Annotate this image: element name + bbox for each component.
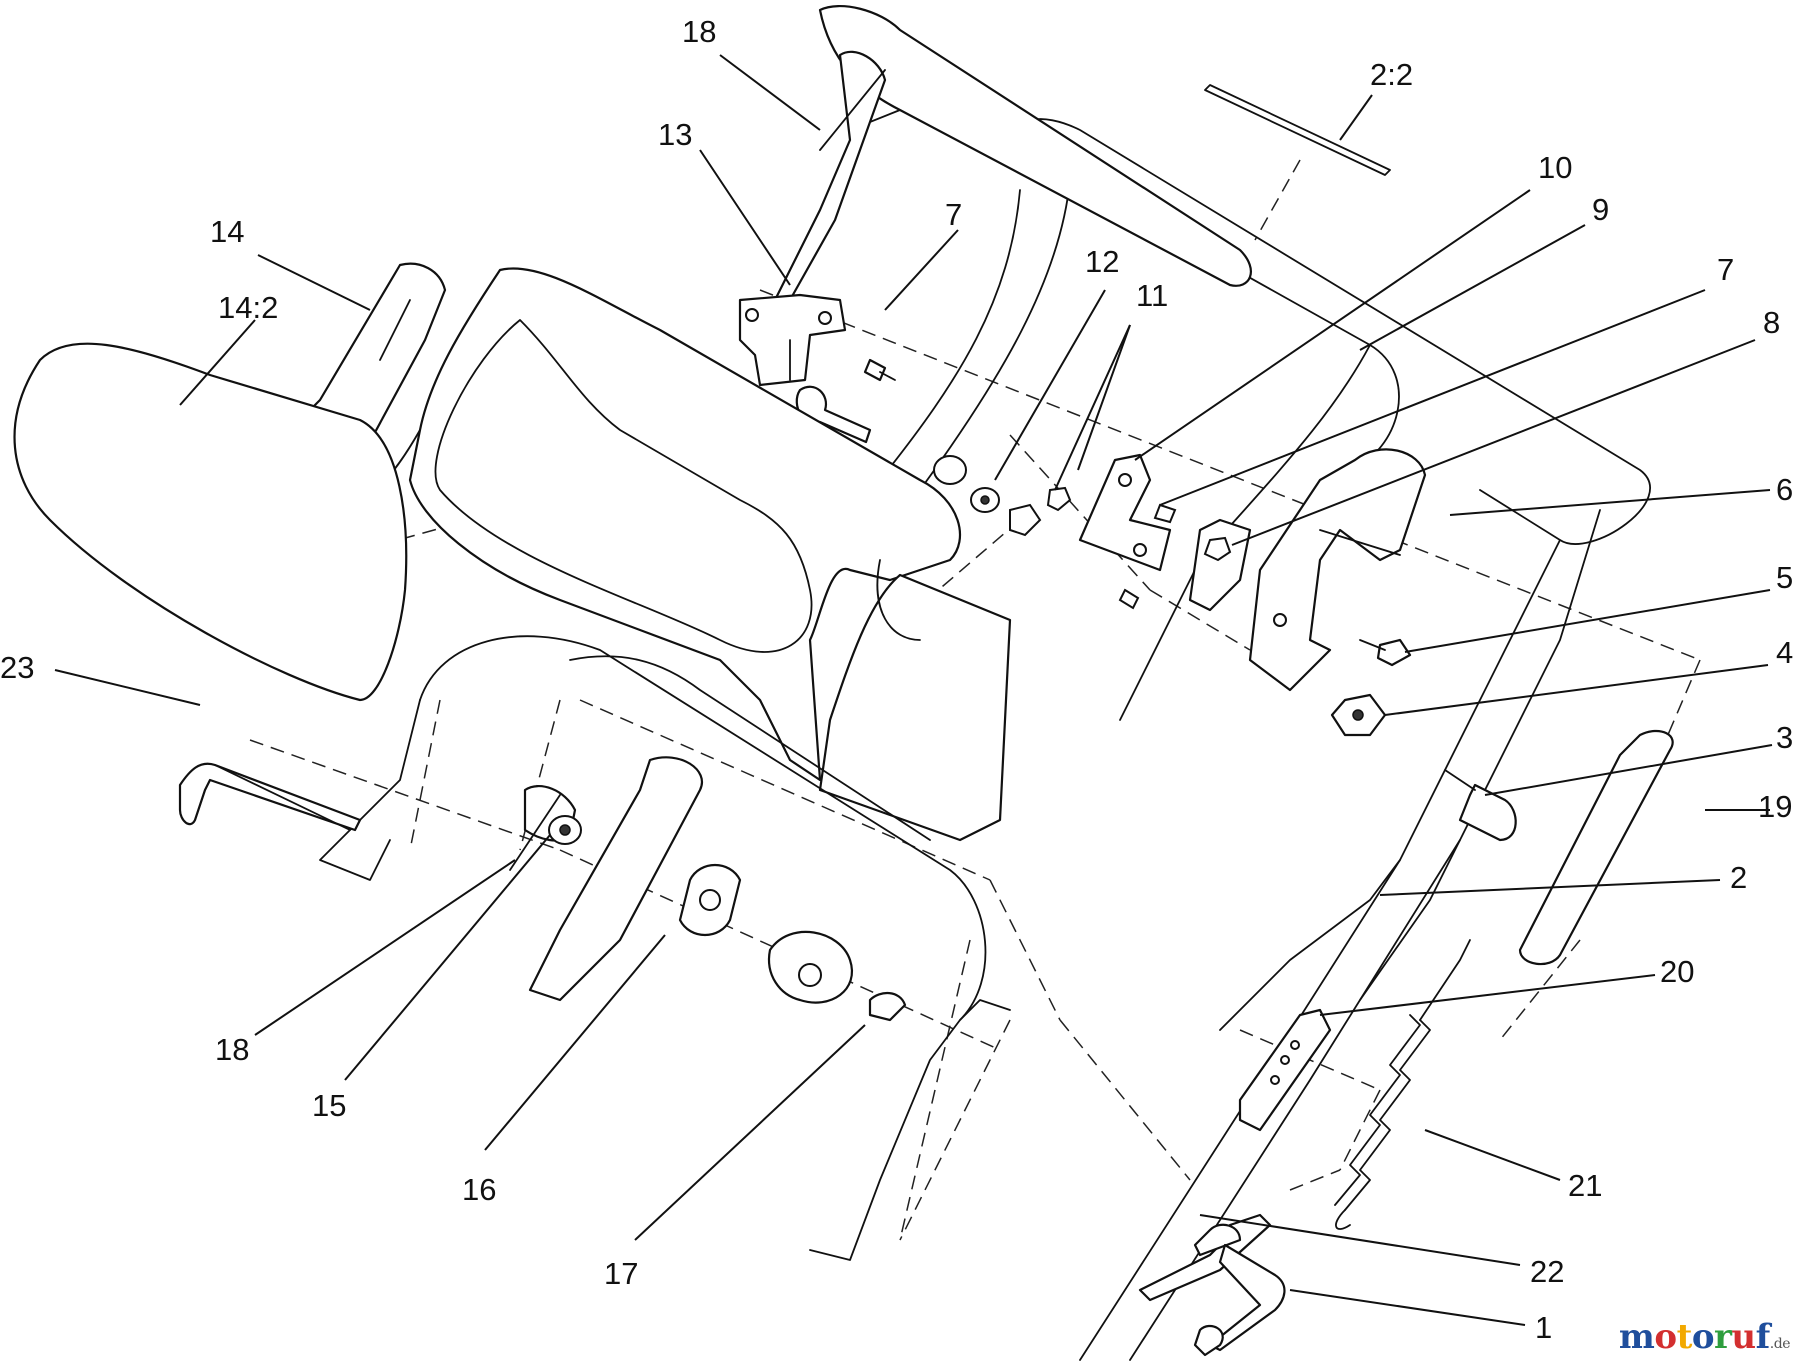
rod-23 [178,762,362,832]
bracket-6 [1248,448,1427,692]
knob-17 [767,930,907,1022]
rod-1 [1193,1243,1286,1357]
nut-4 [1330,693,1387,737]
watermark-letter: u [1731,1317,1756,1357]
callout-label: 7 [945,197,962,232]
watermark-letter: r [1714,1317,1732,1357]
cable-assembly [509,785,582,871]
watermark-letters: motoruf [1619,1317,1770,1357]
callout-label: 15 [312,1088,346,1123]
callout-label: 20 [1660,954,1694,989]
hardware-center [933,455,1072,537]
callout-label: 14:2 [218,290,278,325]
console-cover [13,342,408,702]
callout-label: 8 [1763,305,1780,340]
callout-label: 7 [1717,252,1734,287]
callout-label: 2 [1730,860,1747,895]
tube-19 [1518,729,1674,966]
callout-labels: 18 2:2 13 10 9 14 7 12 11 7 14:2 8 6 5 2… [0,14,1793,1345]
callout-label: 9 [1592,192,1609,227]
watermark-logo: motoruf.de [1619,1317,1791,1357]
decal-2-2 [1204,84,1391,176]
rod-22 [1138,1213,1272,1302]
callout-label: 5 [1776,560,1793,595]
track-bracket [528,756,703,1002]
callout-label: 18 [215,1032,249,1067]
leader-lines [54,54,1773,1326]
watermark-letter: t [1676,1317,1693,1357]
callout-label: 14 [210,214,244,249]
callout-label: 6 [1776,472,1793,507]
upper-crossbar [818,5,1252,287]
callout-label: 13 [658,117,692,152]
bolt-5 [1359,638,1412,667]
callout-label: 3 [1776,720,1793,755]
callout-label: 19 [1758,789,1792,824]
callout-label: 10 [1538,150,1572,185]
callout-label: 12 [1085,244,1119,279]
watermark-letter: m [1618,1317,1655,1357]
assembly-lines [249,159,1701,1241]
callout-label: 22 [1530,1254,1564,1289]
callout-label: 23 [0,650,34,685]
callout-label: 21 [1568,1168,1602,1203]
bracket-10 [1078,453,1177,610]
lower-handle [319,635,1011,1261]
callout-label: 2:2 [1370,57,1413,92]
watermark-letter: o [1691,1317,1715,1357]
watermark-letter: o [1654,1317,1677,1357]
bracket-13 [738,293,847,387]
knob-16 [678,864,742,936]
plate-20 [1238,1008,1332,1132]
shoulder-bolt [795,385,872,444]
plate-8 [1188,518,1252,612]
bolt-3 [1444,769,1517,842]
callout-label: 16 [462,1172,496,1207]
watermark-letter: f [1755,1317,1771,1357]
callout-label: 11 [1136,278,1168,313]
callout-label: 17 [604,1256,638,1291]
front-panel [818,559,1012,842]
spring-21 [1334,939,1471,1230]
control-rod-top [773,50,887,302]
callout-label: 4 [1776,635,1793,670]
bolt-7-upper [863,358,896,382]
callout-label: 1 [1535,1310,1552,1345]
watermark-tld: .de [1769,1336,1791,1352]
callout-label: 18 [682,14,716,49]
